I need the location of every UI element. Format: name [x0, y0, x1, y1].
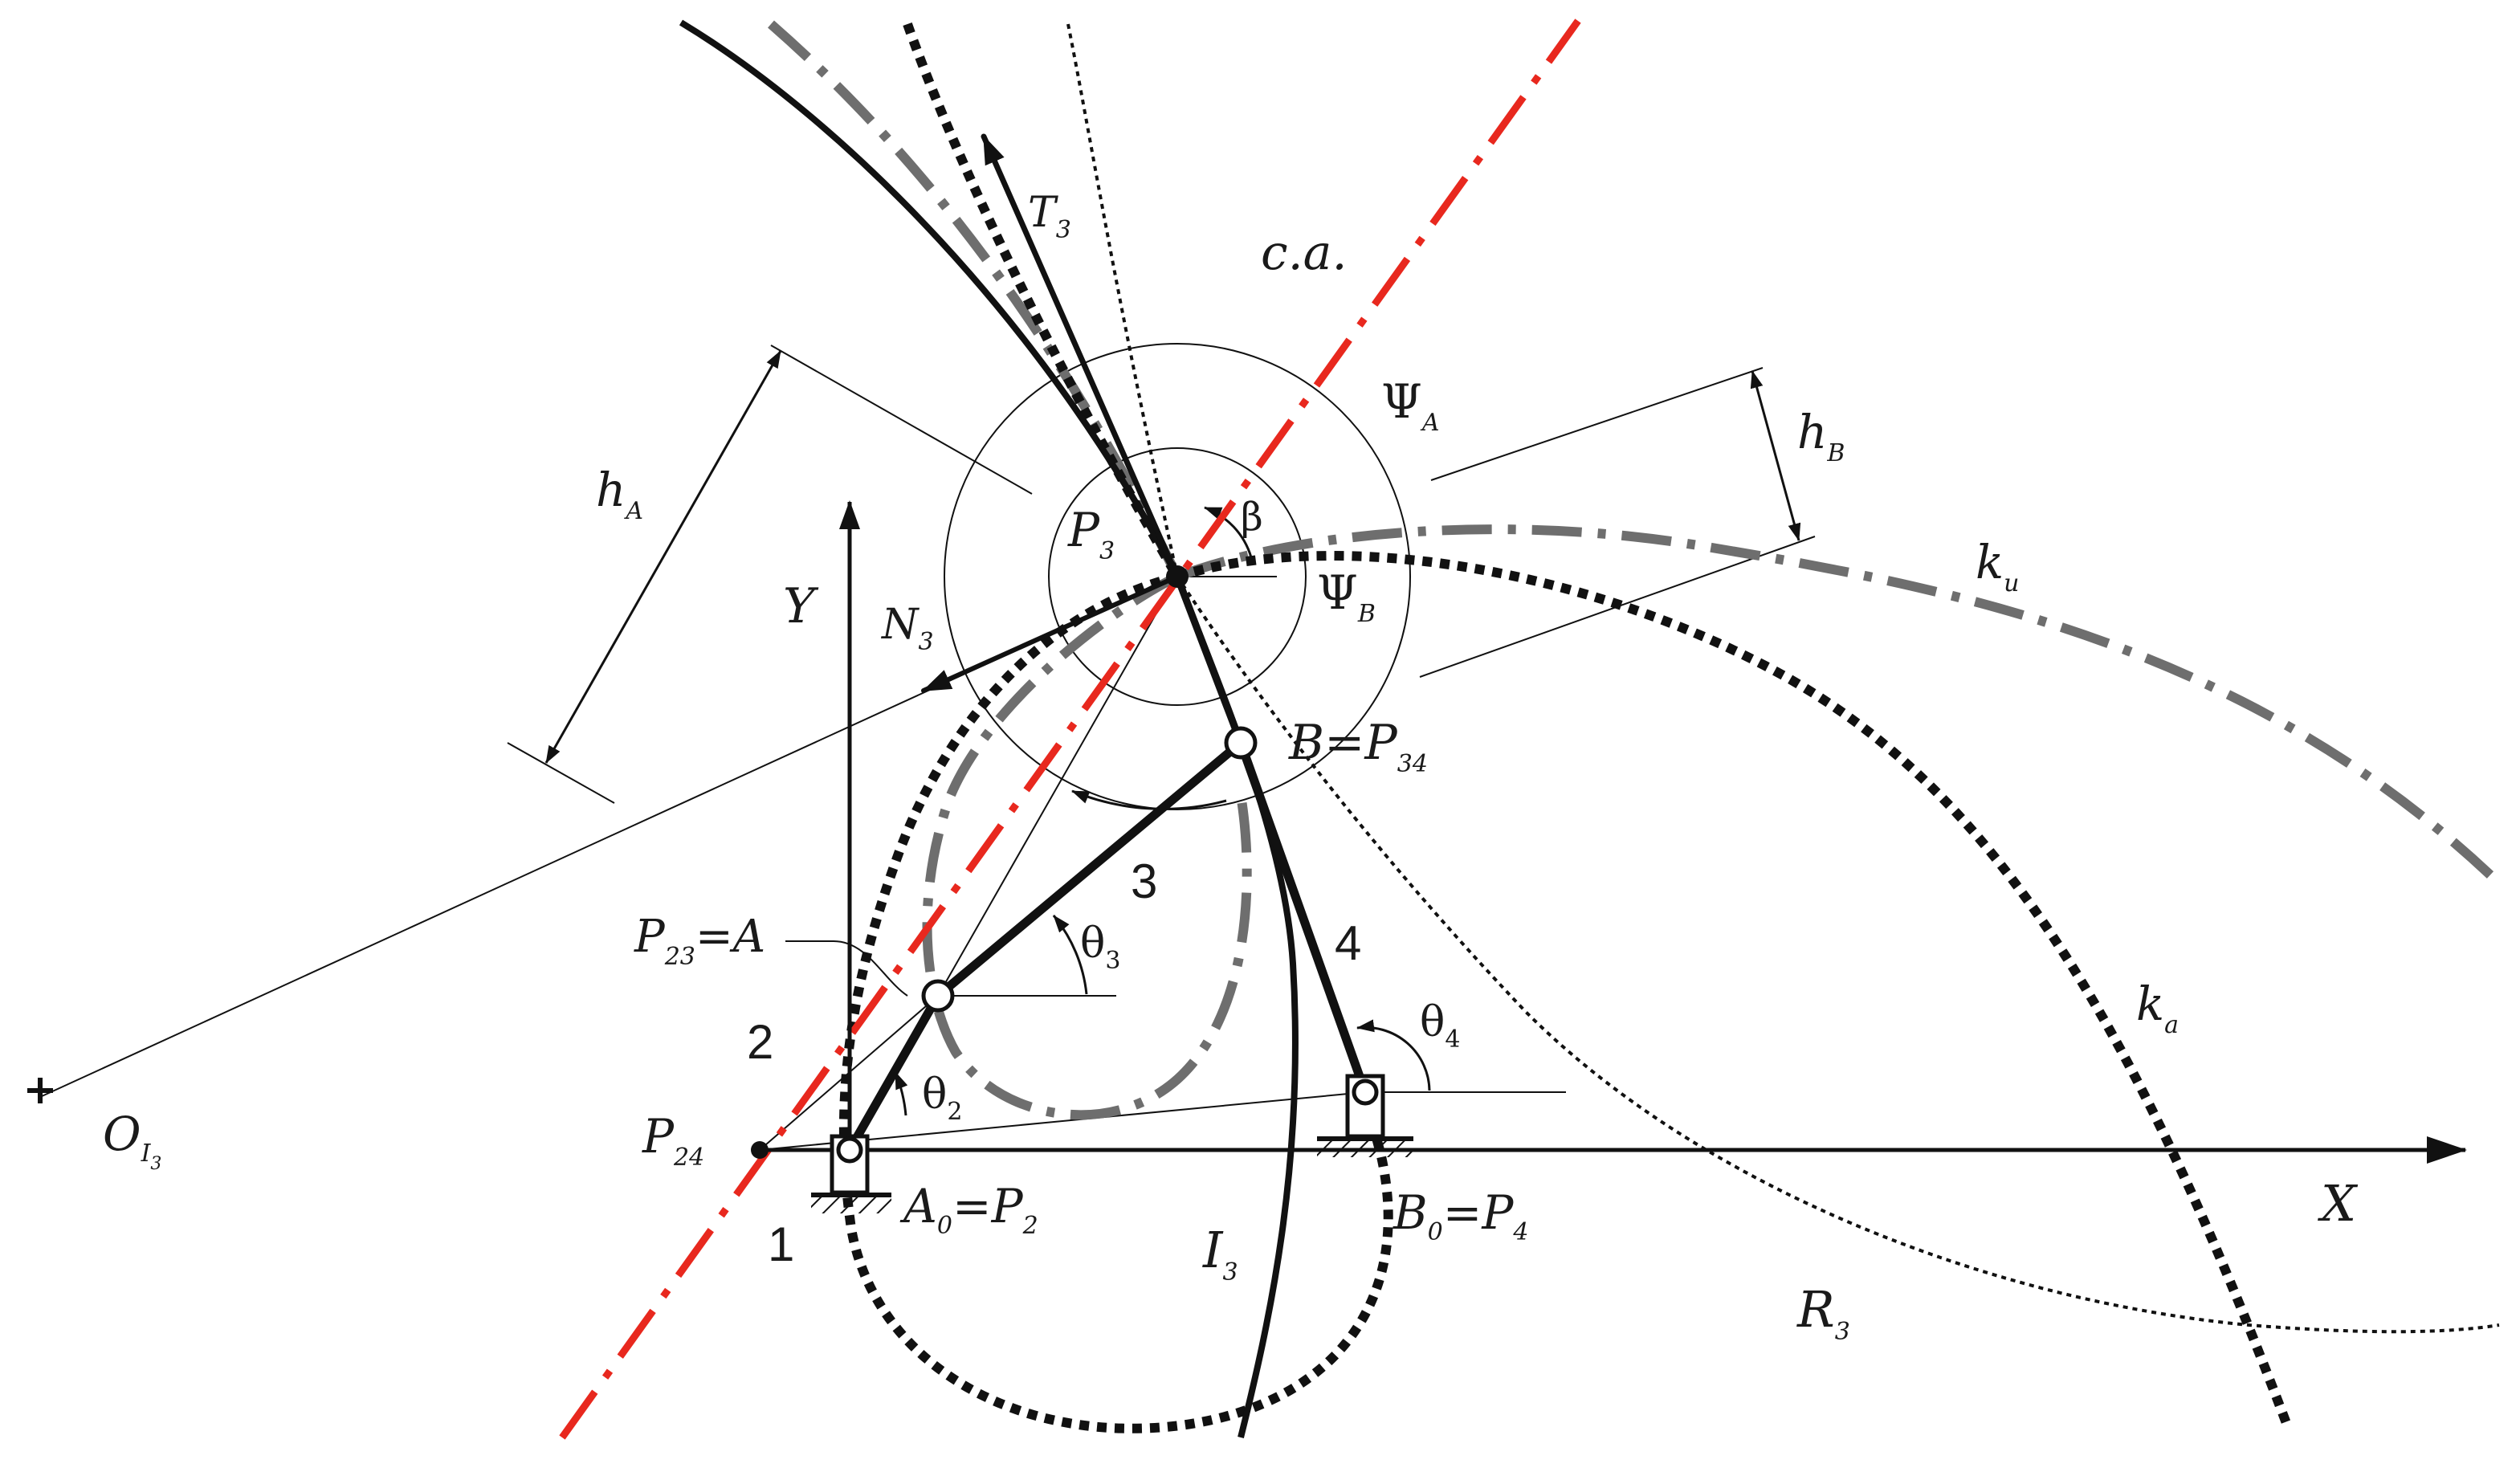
label-B-P34: B=P34: [1288, 715, 1428, 778]
fine-dotted-curves: [1066, 23, 2500, 1334]
collineation-axis: [559, 18, 1581, 1440]
link-4-rocker: [1236, 738, 1370, 1097]
point-P3: [1166, 565, 1189, 588]
label-hB: hB: [1797, 405, 1845, 467]
hA-ext-2: [507, 742, 615, 804]
labels: c.a. T3 P3 β ΨA ΨB hA hB ku ka Y X N3 B=…: [103, 189, 2359, 1346]
link-3-coupler-BP3: [1173, 573, 1245, 747]
T3-tangent: [981, 133, 1180, 580]
hA-dimension: [544, 350, 782, 764]
centrode-fixed: [838, 572, 1393, 1433]
label-theta4: θ4: [1420, 998, 1460, 1054]
PsiB-circle: [1048, 447, 1307, 706]
label-PsiA: ΨA: [1381, 374, 1440, 437]
R3-curve: [1176, 575, 2500, 1334]
ground-support-A0: [811, 1134, 891, 1213]
point-P24: [751, 1141, 769, 1159]
N3-normal: [921, 574, 1180, 693]
label-ca: c.a.: [1261, 225, 1348, 281]
point-OI3-marker: [27, 1078, 53, 1103]
label-P23-A: P23=A: [634, 911, 765, 971]
ka-curve: [1176, 551, 2294, 1432]
joint-A: [921, 979, 955, 1013]
theta4-arc: [1356, 1019, 1431, 1091]
hA-ext-1: [770, 345, 1033, 495]
angle-arc-AP3B: [1071, 789, 1227, 810]
label-link-3: 3: [1131, 854, 1157, 908]
hB-dimension: [1750, 370, 1801, 541]
label-OI3: OI3: [103, 1107, 161, 1174]
label-X: X: [2318, 1174, 2359, 1233]
line-A-to-P3: [937, 576, 1178, 997]
label-link-4: 4: [1335, 916, 1361, 970]
label-hA: hA: [596, 463, 643, 525]
label-theta2: θ2: [922, 1070, 962, 1126]
label-R3: R3: [1796, 1280, 1850, 1346]
label-P24: P24: [642, 1109, 704, 1172]
label-link-1: 1: [768, 1217, 794, 1271]
label-ka: ka: [2136, 977, 2179, 1039]
label-theta3: θ3: [1080, 919, 1120, 975]
gray-curves: [768, 20, 2503, 1120]
label-I3: I3: [1202, 1221, 1238, 1286]
coordinate-axes: [760, 500, 2467, 1164]
label-N3: N3: [880, 601, 934, 656]
dimension-arrows: [544, 350, 1801, 1116]
theta3-arc: [1052, 915, 1088, 995]
label-beta: β: [1241, 495, 1263, 540]
coupler-loop-gray: [922, 572, 1252, 1120]
label-T3: T3: [1028, 189, 1071, 244]
link-2-crank: [845, 991, 943, 1155]
upper-dotted-curve: [903, 22, 1182, 580]
label-ku: ku: [1976, 535, 2019, 597]
beta-arc: [1204, 506, 1253, 558]
label-Y: Y: [783, 578, 819, 634]
joint-B: [1224, 726, 1258, 760]
P23-leader: [785, 940, 908, 997]
hB-ext-1: [1430, 367, 1764, 481]
ground-support-B0: [1317, 1074, 1413, 1157]
mechanism-links: [845, 133, 1370, 1155]
label-P3: P3: [1067, 503, 1115, 565]
label-PsiB: ΨB: [1317, 565, 1376, 628]
main-solid-curve: [679, 19, 1180, 578]
theta2-arc: [894, 1071, 908, 1116]
top-fine-dotted: [1066, 23, 1179, 577]
I3-curve: [1174, 575, 1299, 1438]
construction-lines: [39, 343, 1816, 1151]
dotted-curves: [838, 22, 2294, 1433]
link-3-coupler-AB: [933, 738, 1246, 1001]
label-link-2: 2: [747, 1015, 773, 1069]
label-A0-P2: A0=P2: [899, 1179, 1038, 1240]
label-B0-P4: B0=P4: [1393, 1185, 1528, 1246]
upper-gray-curve: [768, 20, 1182, 579]
